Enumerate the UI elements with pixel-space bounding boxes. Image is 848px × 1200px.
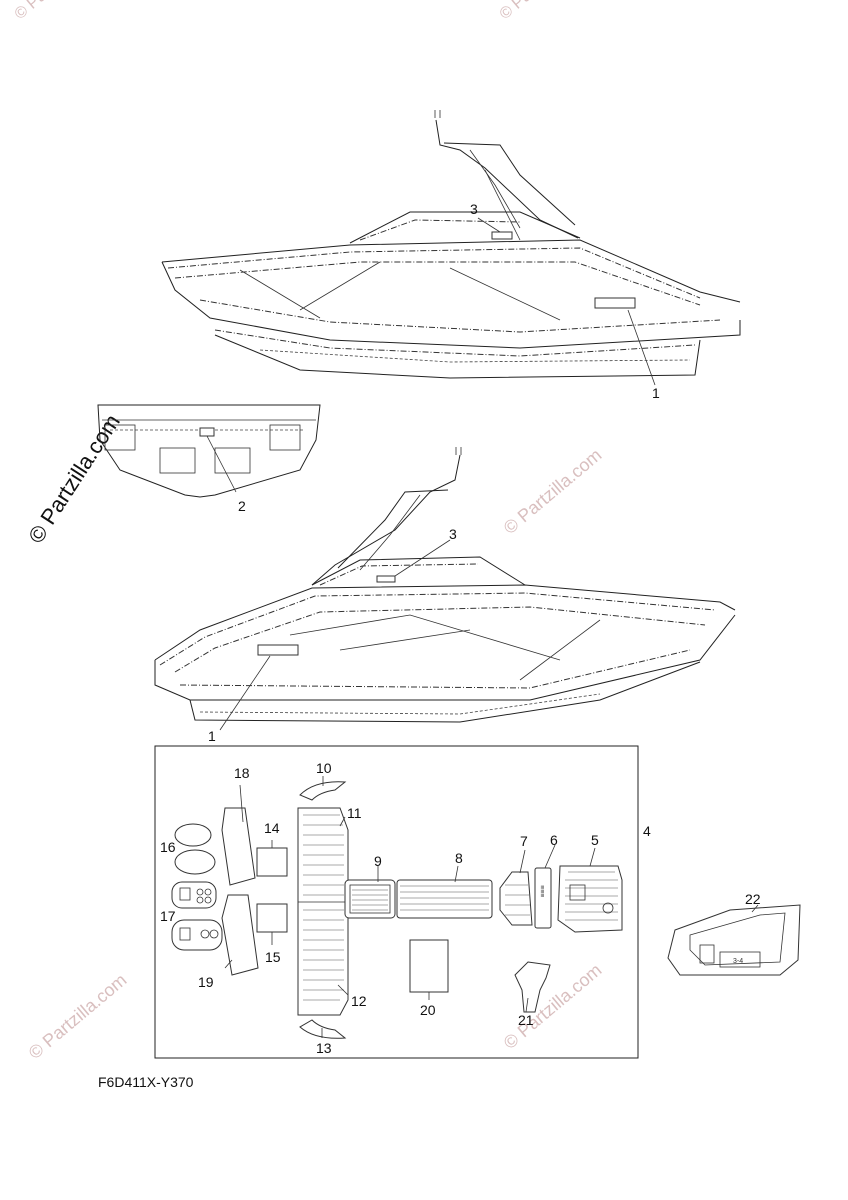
boat-side-view-2: 1 3 <box>154 447 736 744</box>
callout-17: 17 <box>160 908 176 924</box>
decal-label-1 <box>594 297 636 309</box>
callout-15: 15 <box>265 949 281 965</box>
part-22: 3-4 22 <box>667 891 801 976</box>
callout-12: 12 <box>351 993 367 1009</box>
callout-3-top: 3 <box>470 201 478 217</box>
callout-16: 16 <box>160 839 176 855</box>
part-13 <box>299 1019 347 1039</box>
callout-7: 7 <box>520 833 528 849</box>
watermark-main: © Partzilla.com <box>23 410 125 548</box>
part-15 <box>256 903 288 933</box>
callout-6: 6 <box>550 832 558 848</box>
callout-1-bottom: 1 <box>208 728 216 744</box>
callout-2: 2 <box>238 498 246 514</box>
watermark-top-left: © Partzilla.com <box>12 0 106 23</box>
part-6: ≡≡≡ <box>534 867 552 929</box>
part-16-lower <box>174 849 216 875</box>
stern-view: 2 <box>97 404 321 514</box>
callout-3-bottom: 3 <box>449 526 457 542</box>
svg-text:≡≡≡: ≡≡≡ <box>538 885 545 897</box>
callout-9: 9 <box>374 853 382 869</box>
callout-5: 5 <box>591 832 599 848</box>
callout-19: 19 <box>198 974 214 990</box>
diagram-code: F6D411X-Y370 <box>98 1074 194 1090</box>
part-10 <box>299 781 347 801</box>
watermark-top-right: © Partzilla.com <box>497 0 591 23</box>
callout-4: 4 <box>643 823 651 839</box>
part-11-12-platform <box>297 807 349 1016</box>
part-18 <box>221 807 256 886</box>
callout-14: 14 <box>264 820 280 836</box>
callout-8: 8 <box>455 850 463 866</box>
callout-20: 20 <box>420 1002 436 1018</box>
decal-label-3 <box>491 231 513 240</box>
part-8 <box>396 879 493 919</box>
decal-label-2 <box>199 427 215 437</box>
part-21 <box>514 961 551 1013</box>
decal-label-1b <box>257 644 299 656</box>
part-5 <box>557 865 623 933</box>
callout-10: 10 <box>316 760 332 776</box>
mat-kit-box <box>154 745 639 1059</box>
part-14 <box>256 847 288 877</box>
callout-1-top: 1 <box>652 385 660 401</box>
callout-22: 22 <box>745 891 761 907</box>
callout-18: 18 <box>234 765 250 781</box>
decal-label-3b <box>376 575 396 583</box>
callout-11: 11 <box>347 805 362 821</box>
boat-side-view-1: 1 3 <box>161 110 741 401</box>
part-16-upper <box>174 823 212 847</box>
watermark-bottom-left: © Partzilla.com <box>25 970 131 1063</box>
part-20 <box>409 939 449 993</box>
callout-13: 13 <box>316 1040 332 1056</box>
part-7 <box>499 871 533 926</box>
callout-21: 21 <box>518 1012 534 1028</box>
part-9 <box>344 879 396 919</box>
mat-kit-group: 4 16 17 18 19 14 15 <box>154 745 651 1059</box>
part-19 <box>221 894 259 976</box>
svg-text:3-4: 3-4 <box>733 958 743 965</box>
watermark-mid-right: © Partzilla.com <box>500 445 606 538</box>
part-17 <box>171 881 223 951</box>
